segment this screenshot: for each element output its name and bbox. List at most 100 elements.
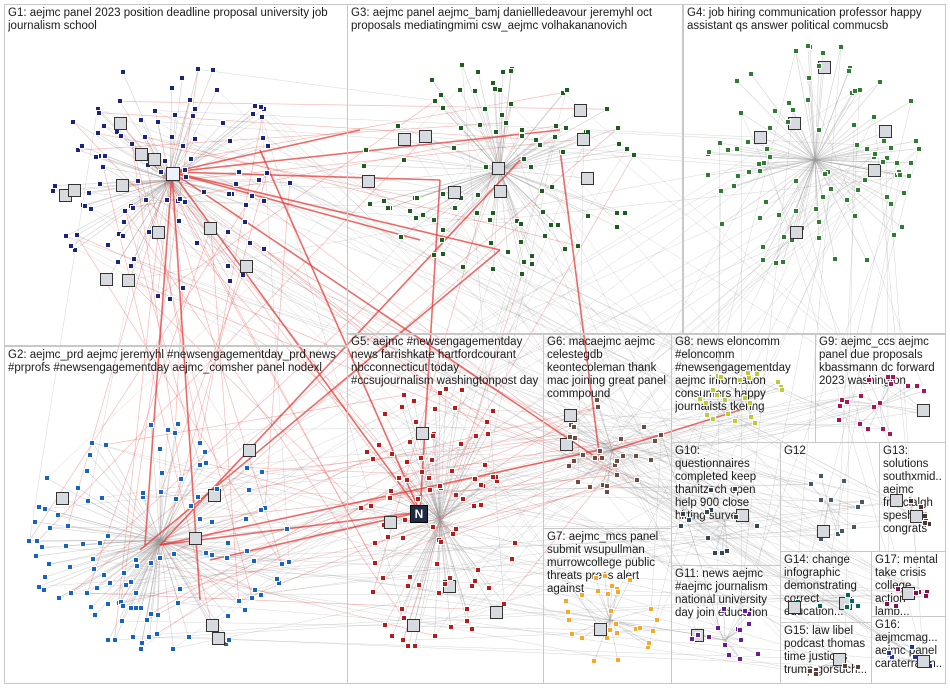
node-g2[interactable]	[209, 518, 216, 525]
node-g7[interactable]	[594, 622, 608, 636]
node-g1[interactable]	[158, 168, 165, 175]
node-g15[interactable]	[855, 664, 862, 671]
node-g1[interactable]	[100, 163, 107, 170]
node-g1[interactable]	[239, 259, 253, 273]
node-g3[interactable]	[419, 130, 433, 144]
node-g5[interactable]	[470, 502, 477, 509]
node-g6[interactable]	[652, 438, 659, 445]
hub-node-g5-n-icon[interactable]: N	[410, 505, 428, 523]
node-g1[interactable]	[120, 232, 127, 239]
node-g4[interactable]	[763, 199, 770, 206]
node-g3[interactable]	[521, 156, 527, 162]
node-g2[interactable]	[202, 550, 209, 557]
node-g2[interactable]	[26, 537, 33, 544]
node-g3[interactable]	[439, 191, 446, 198]
node-g10[interactable]	[719, 549, 726, 556]
node-g2[interactable]	[156, 446, 163, 453]
node-g3[interactable]	[517, 238, 524, 245]
node-g5[interactable]	[430, 523, 437, 530]
node-g13[interactable]	[908, 498, 915, 505]
node-g3[interactable]	[538, 187, 545, 194]
node-g4[interactable]	[804, 43, 811, 50]
node-g2[interactable]	[102, 441, 109, 448]
node-g2[interactable]	[243, 464, 250, 471]
node-g2[interactable]	[250, 558, 257, 565]
node-g3[interactable]	[472, 88, 479, 95]
node-g1[interactable]	[260, 197, 267, 204]
node-g4[interactable]	[757, 215, 764, 222]
node-g3[interactable]	[547, 221, 554, 228]
node-g1[interactable]	[86, 190, 93, 197]
node-g3[interactable]	[459, 61, 466, 68]
node-g1[interactable]	[94, 130, 101, 137]
node-g12[interactable]	[838, 527, 845, 534]
node-g1[interactable]	[51, 182, 58, 189]
node-g1[interactable]	[100, 122, 107, 129]
node-g2[interactable]	[188, 502, 195, 509]
node-g5[interactable]	[436, 389, 443, 396]
node-g2[interactable]	[54, 512, 61, 519]
node-g4[interactable]	[851, 87, 858, 94]
node-g9[interactable]	[879, 425, 886, 432]
node-g3[interactable]	[400, 156, 407, 163]
node-g5[interactable]	[443, 385, 450, 392]
node-g12[interactable]	[818, 472, 825, 479]
node-g4[interactable]	[891, 231, 898, 238]
node-g1[interactable]	[248, 192, 255, 199]
node-g4[interactable]	[813, 205, 820, 212]
node-g11[interactable]	[689, 636, 696, 643]
node-g10[interactable]	[732, 485, 739, 492]
node-g10[interactable]	[724, 547, 731, 554]
node-g7[interactable]	[612, 621, 619, 628]
node-g3[interactable]	[439, 227, 446, 234]
node-g1[interactable]	[116, 179, 130, 193]
node-g5[interactable]	[473, 432, 480, 439]
node-g2[interactable]	[105, 637, 112, 644]
node-g5[interactable]	[382, 410, 389, 417]
node-g2[interactable]	[148, 559, 155, 566]
node-g3[interactable]	[613, 223, 620, 230]
node-g4[interactable]	[772, 108, 779, 115]
node-g1[interactable]	[220, 119, 227, 126]
node-g5[interactable]	[405, 583, 412, 590]
node-g3[interactable]	[367, 201, 374, 208]
node-g5[interactable]	[389, 632, 396, 639]
node-g3[interactable]	[508, 67, 515, 74]
node-g5[interactable]	[404, 459, 411, 466]
node-g5[interactable]	[452, 405, 459, 412]
node-g5[interactable]	[372, 560, 379, 567]
node-g3[interactable]	[474, 192, 481, 199]
node-g1[interactable]	[286, 179, 293, 186]
node-g5[interactable]	[481, 462, 488, 469]
node-g4[interactable]	[735, 173, 742, 180]
node-g2[interactable]	[122, 582, 129, 589]
node-g3[interactable]	[562, 246, 569, 253]
node-g11[interactable]	[726, 652, 733, 659]
node-g16[interactable]	[886, 650, 893, 657]
node-g2[interactable]	[257, 591, 264, 598]
node-g4[interactable]	[766, 125, 773, 132]
node-g1[interactable]	[193, 239, 200, 246]
node-g3[interactable]	[475, 68, 482, 75]
node-g1[interactable]	[242, 218, 249, 225]
node-g9[interactable]	[921, 387, 928, 394]
node-g1[interactable]	[257, 103, 264, 110]
node-g3[interactable]	[430, 217, 437, 224]
node-g1[interactable]	[225, 228, 232, 235]
node-g5[interactable]	[399, 535, 406, 542]
node-g4[interactable]	[706, 149, 713, 156]
node-g3[interactable]	[616, 140, 623, 147]
node-g2[interactable]	[241, 607, 248, 614]
node-g1[interactable]	[263, 170, 270, 177]
node-g3[interactable]	[562, 125, 569, 132]
node-g5[interactable]	[388, 488, 395, 495]
node-g5[interactable]	[468, 626, 475, 633]
node-g17[interactable]	[894, 586, 901, 593]
node-g2[interactable]	[211, 631, 225, 645]
node-g6[interactable]	[586, 483, 593, 490]
hub-node-g1[interactable]	[166, 167, 180, 181]
node-g3[interactable]	[361, 175, 375, 189]
node-g2[interactable]	[118, 617, 125, 624]
node-g4[interactable]	[915, 145, 922, 152]
node-g11[interactable]	[695, 632, 702, 639]
